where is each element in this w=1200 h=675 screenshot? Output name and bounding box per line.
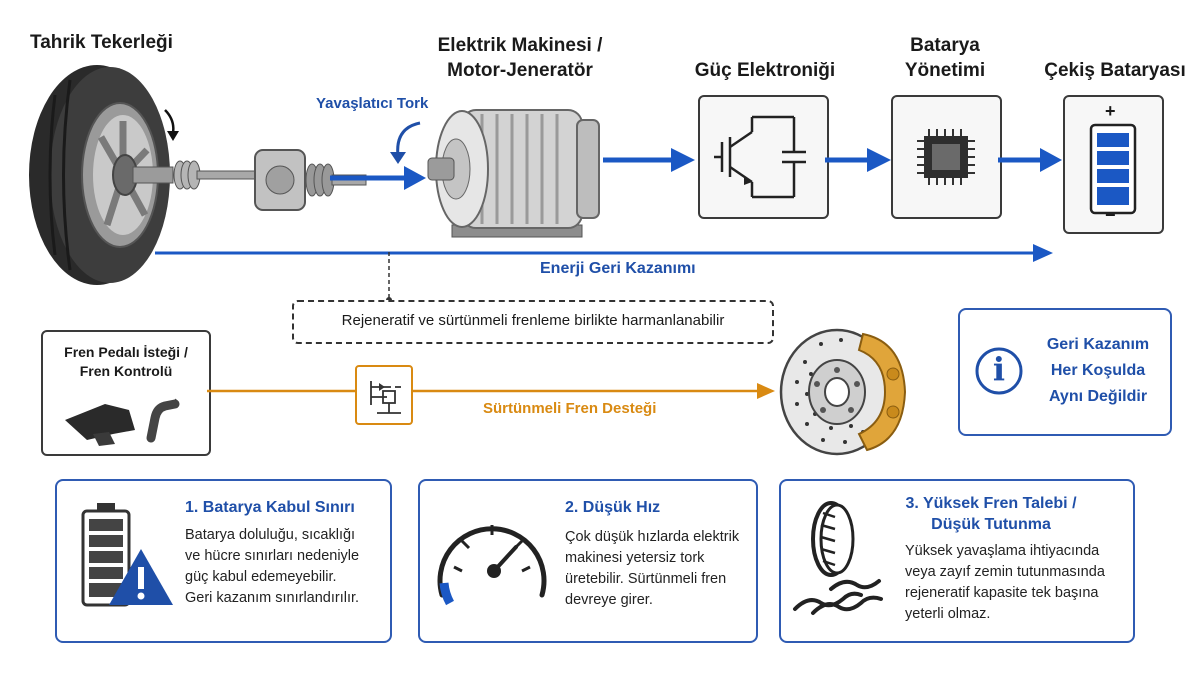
info-icon <box>975 347 1023 395</box>
wheel-icon <box>29 65 268 285</box>
bms-title-line2: Yönetimi <box>904 60 986 81</box>
decel-torque-label: Yavaşlatıcı Tork <box>316 95 429 112</box>
card-battery-limit-title: 1. Batarya Kabul Sınırı <box>185 499 355 516</box>
motor-title: Elektrik Makinesi / Motor-Jeneratör <box>400 33 640 83</box>
energy-recovery-arrow <box>155 244 1053 262</box>
power-electronics-box <box>698 95 829 219</box>
bms-title: Batarya Yönetimi <box>875 33 1015 83</box>
card2-line2: makinesi yetersiz tork <box>565 550 705 566</box>
valve-icon <box>370 381 401 414</box>
info-line3: Aynı Değildir <box>1048 388 1148 405</box>
blend-note-text: Rejeneratif ve sürtünmeli frenleme birli… <box>341 312 725 329</box>
power-electronics-title: Güç Elektroniği <box>694 60 836 81</box>
motor-title-line1: Elektrik Makinesi / <box>437 35 603 56</box>
energy-recovery-label: Enerji Geri Kazanımı <box>540 260 696 277</box>
brake-disc-icon <box>779 328 907 456</box>
chip-icon <box>917 129 975 185</box>
card3-line2: veya zayıf zemin tutunmasında <box>905 564 1105 580</box>
tire-skid-icon <box>793 501 883 615</box>
wheel-title: Tahrik Tekerleği <box>30 32 173 53</box>
card2-line4: devreye girer. <box>565 592 653 608</box>
card-low-speed-title: 2. Düşük Hız <box>565 499 661 516</box>
friction-support-label: Sürtünmeli Fren Desteği <box>483 400 657 417</box>
brake-request-line1: Fren Pedalı İsteği / <box>64 344 188 360</box>
valve-box <box>355 365 413 425</box>
info-line2: Her Koşulda <box>1050 362 1146 379</box>
curved-arrow-icon <box>390 121 421 164</box>
card3-line1: Yüksek yavaşlama ihtiyacında <box>905 543 1100 559</box>
battery-minus: − <box>1105 205 1116 225</box>
bms-to-battery-arrow <box>998 148 1062 172</box>
bms-box <box>891 95 1002 219</box>
cv-joint-icon <box>254 149 367 211</box>
card3-title-line1: 3. Yüksek Fren Talebi / <box>905 495 1077 512</box>
card-battery-limit-body: Batarya doluluğu, sıcaklığı ve hücre sın… <box>185 525 385 609</box>
card1-line3: güç kabul edemeyebilir. <box>185 569 337 585</box>
friction-flow-arrow <box>207 383 775 399</box>
card1-line4: Geri kazanım sınırlandırılır. <box>185 590 360 606</box>
battery-box: + − <box>1063 95 1164 234</box>
bms-title-line1: Batarya <box>910 35 980 56</box>
brake-request-box: Fren Pedalı İsteği / Fren Kontrolü <box>41 330 211 456</box>
motor-title-line2: Motor-Jeneratör <box>447 60 593 81</box>
igbt-icon <box>714 115 806 199</box>
card1-line1: Batarya doluluğu, sıcaklığı <box>185 527 356 543</box>
torque-arrow <box>330 166 426 190</box>
motor-icon <box>427 109 600 238</box>
card3-line3: rejeneratif kapasite tek başına <box>905 585 1099 601</box>
speedometer-icon <box>437 525 547 606</box>
pedal-icon <box>65 398 180 446</box>
card2-line1: Çok düşük hızlarda elektrik <box>565 529 740 545</box>
card3-title-line2: Düşük Tutunma <box>931 516 1051 533</box>
dashed-connector <box>386 252 392 303</box>
battery-warning-icon <box>81 503 173 607</box>
info-icon-glyph: i <box>992 350 1006 388</box>
card-battery-limit: 1. Batarya Kabul Sınırı Batarya doluluğu… <box>55 479 392 643</box>
card2-line3: üretebilir. Sürtünmeli fren <box>565 571 727 587</box>
card3-line4: yeterli olmaz. <box>905 606 991 622</box>
motor-to-pe-arrow <box>603 148 695 172</box>
card-low-speed-body: Çok düşük hızlarda elektrik makinesi yet… <box>565 527 751 611</box>
card-high-demand: 3. Yüksek Fren Talebi / Düşük Tutunma Yü… <box>779 479 1135 643</box>
pe-to-bms-arrow <box>825 148 891 172</box>
battery-icon <box>1089 123 1137 215</box>
info-box: i Geri Kazanım Her Koşulda Aynı Değildir <box>958 308 1172 436</box>
card-low-speed: 2. Düşük Hız Çok düşük hızlarda elektrik… <box>418 479 758 643</box>
battery-title: Çekiş Bataryası <box>1044 60 1186 81</box>
card1-line2: ve hücre sınırları nedeniyle <box>185 548 360 564</box>
blend-note-box: Rejeneratif ve sürtünmeli frenleme birli… <box>292 300 774 344</box>
info-line1: Geri Kazanım <box>1046 336 1150 353</box>
card-high-demand-body: Yüksek yavaşlama ihtiyacında veya zayıf … <box>905 541 1127 625</box>
card-high-demand-title: 3. Yüksek Fren Talebi / Düşük Tutunma <box>896 493 1086 535</box>
brake-request-line2: Fren Kontrolü <box>79 363 173 379</box>
battery-plus: + <box>1105 101 1116 121</box>
